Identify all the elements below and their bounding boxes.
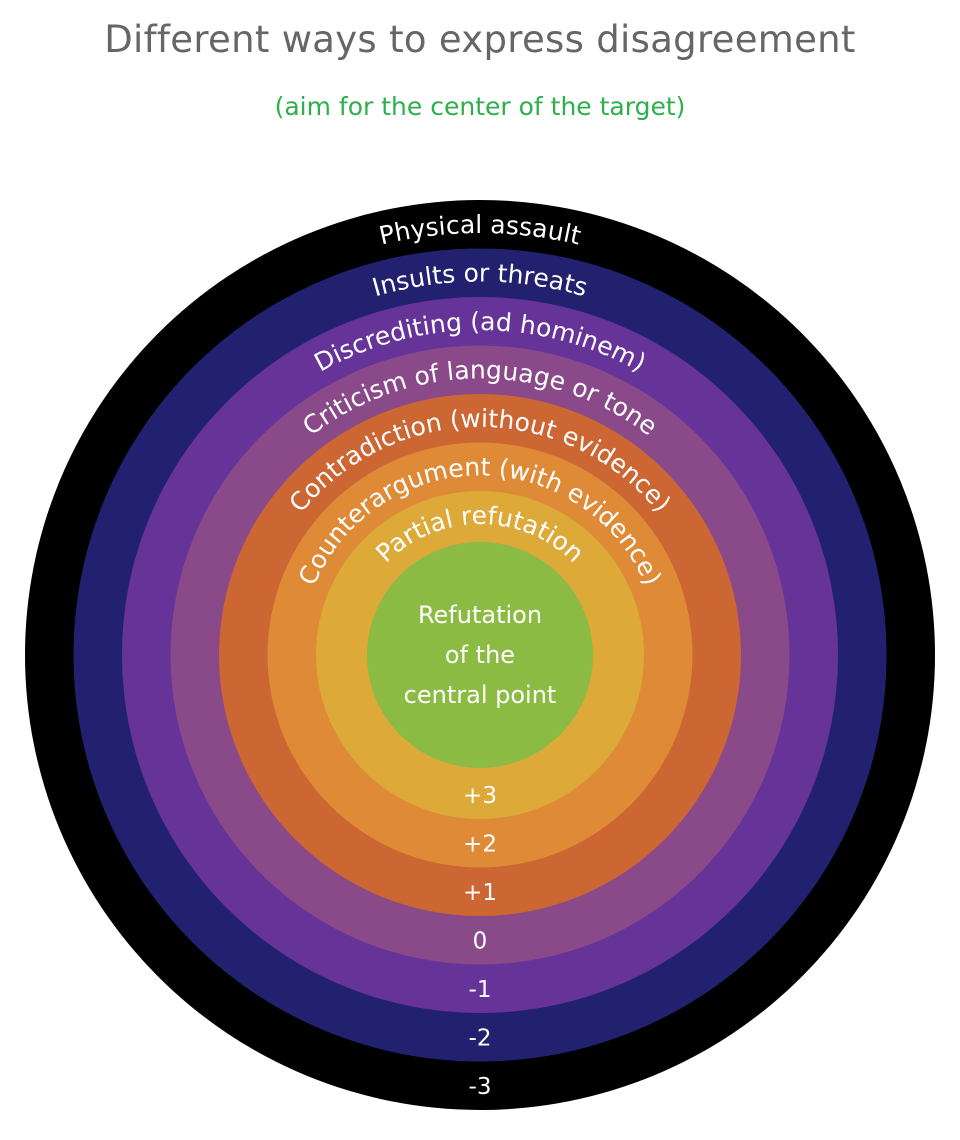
bullseye [367,542,593,768]
chart-title: Different ways to express disagreement [104,18,856,61]
ring-score-6: +3 [463,783,497,809]
ring-score-2: -1 [469,977,492,1003]
center-label-line-2: central point [404,681,557,709]
ring-scores: -3 -2 -1 0 +1 +2 +3 [463,783,497,1100]
ring-score-3: 0 [473,929,488,955]
ring-score-5: +2 [463,832,497,858]
center-label-line-0: Refutation [418,601,542,629]
ring-score-0: -3 [469,1074,492,1100]
target-center: Refutation of the central point [367,542,593,768]
chart-subtitle: (aim for the center of the target) [274,92,686,121]
ring-score-4: +1 [463,880,497,906]
center-label-line-1: of the [445,641,515,669]
ring-score-1: -2 [469,1026,492,1052]
